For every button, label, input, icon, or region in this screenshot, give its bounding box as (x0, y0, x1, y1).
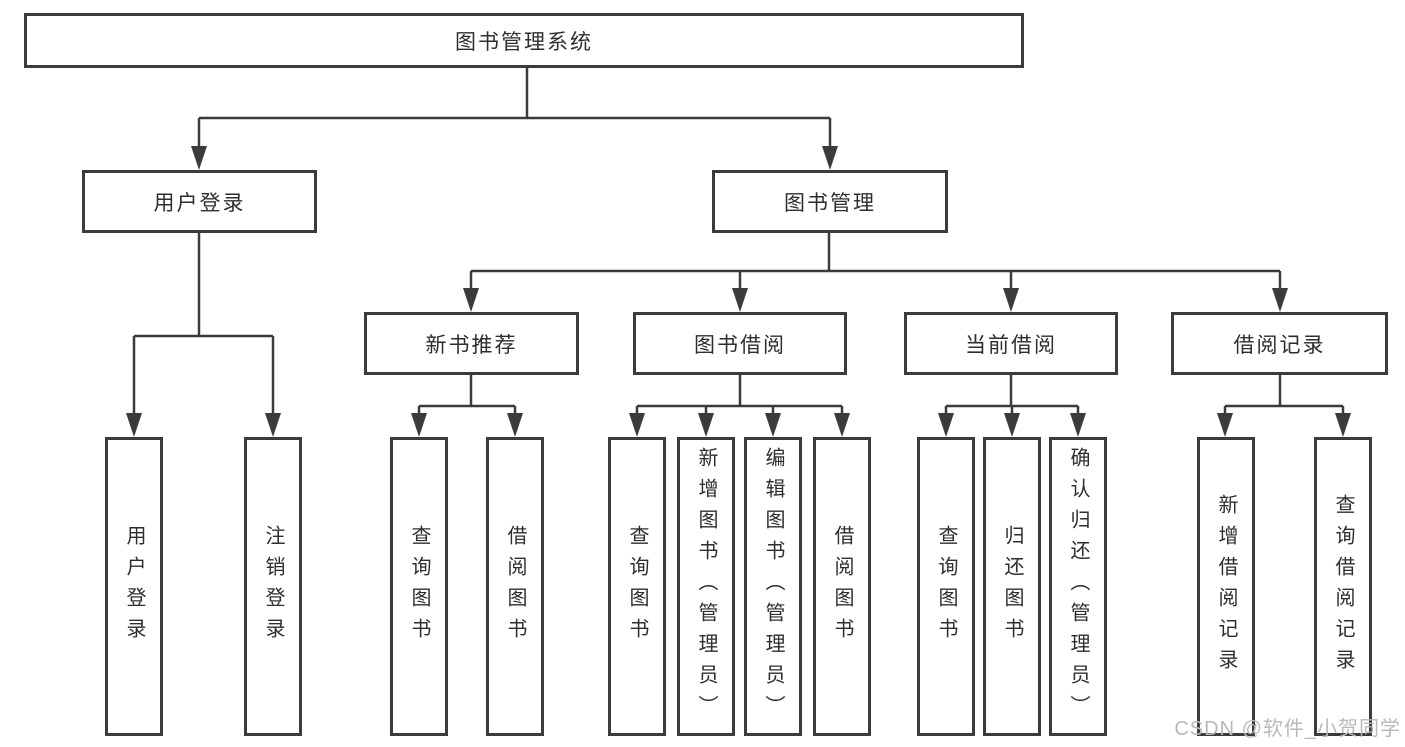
node-book-management: 图书管理 (712, 170, 948, 233)
node-book-borrowing: 图书借阅 (633, 312, 847, 375)
node-user-login: 用户登录 (82, 170, 317, 233)
leaf-user-login-label: 用户登录 (123, 524, 145, 649)
leaf-user-login: 用户登录 (105, 437, 163, 736)
leaf-query-books-borrowing-label: 查询图书 (626, 524, 648, 649)
leaf-add-books-admin-label: 新增图书（管理员） (695, 447, 717, 726)
leaf-query-borrow-record: 查询借阅记录 (1314, 437, 1372, 736)
node-root-label: 图书管理系统 (455, 30, 593, 54)
leaf-borrow-books-borrowing: 借阅图书 (813, 437, 871, 736)
leaf-query-books-recommend-label: 查询图书 (408, 524, 430, 649)
leaf-borrow-books-recommend-label: 借阅图书 (504, 524, 526, 649)
leaf-add-books-admin: 新增图书（管理员） (677, 437, 735, 736)
node-current-borrowing: 当前借阅 (904, 312, 1118, 375)
leaf-edit-books-admin-label: 编辑图书（管理员） (762, 447, 784, 726)
node-borrowing-records: 借阅记录 (1171, 312, 1388, 375)
leaf-return-books: 归还图书 (983, 437, 1041, 736)
node-current-borrowing-label: 当前借阅 (965, 333, 1057, 357)
leaf-logout-login-label: 注销登录 (262, 524, 284, 649)
leaf-logout-login: 注销登录 (244, 437, 302, 736)
node-book-management-label: 图书管理 (784, 191, 876, 215)
watermark: CSDN @软件_小贺同学 (1174, 718, 1401, 740)
leaf-query-books-borrowing: 查询图书 (608, 437, 666, 736)
leaf-query-borrow-record-label: 查询借阅记录 (1332, 493, 1354, 680)
leaf-confirm-return-admin-label: 确认归还（管理员） (1067, 447, 1089, 726)
node-borrowing-records-label: 借阅记录 (1233, 333, 1326, 357)
leaf-query-books-recommend: 查询图书 (390, 437, 448, 736)
node-new-book-recommend-label: 新书推荐 (425, 333, 518, 357)
node-root: 图书管理系统 (24, 13, 1024, 68)
leaf-edit-books-admin: 编辑图书（管理员） (744, 437, 802, 736)
leaf-borrow-books-borrowing-label: 借阅图书 (831, 524, 853, 649)
leaf-add-borrow-record: 新增借阅记录 (1197, 437, 1255, 736)
leaf-query-books-current-label: 查询图书 (935, 524, 957, 649)
leaf-borrow-books-recommend: 借阅图书 (486, 437, 544, 736)
node-new-book-recommend: 新书推荐 (364, 312, 579, 375)
leaf-confirm-return-admin: 确认归还（管理员） (1049, 437, 1107, 736)
leaf-return-books-label: 归还图书 (1001, 524, 1023, 649)
node-user-login-label: 用户登录 (153, 191, 246, 215)
node-book-borrowing-label: 图书借阅 (694, 333, 786, 357)
leaf-query-books-current: 查询图书 (917, 437, 975, 736)
leaf-add-borrow-record-label: 新增借阅记录 (1215, 493, 1237, 680)
